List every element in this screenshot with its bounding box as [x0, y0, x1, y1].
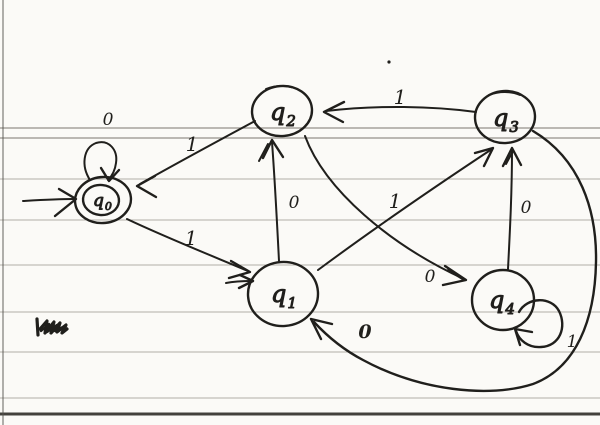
transition-path — [507, 149, 513, 270]
transition-path — [312, 129, 598, 393]
arrowhead-icon — [309, 317, 334, 341]
transition-label-q3-q2: 1 — [394, 85, 407, 109]
transition-q3-q1 — [309, 129, 598, 393]
transition-label-q4-q3: 0 — [521, 198, 532, 218]
transition-label-q1-q2: 0 — [289, 193, 300, 213]
transition-q1-q2 — [258, 138, 285, 262]
state-q1: q1 — [246, 260, 320, 328]
transition-label-q2-q0: 1 — [186, 132, 199, 156]
transition-q2-q4 — [304, 135, 468, 287]
transition-q0-q1 — [126, 218, 255, 290]
transition-path — [325, 105, 477, 113]
ink-scribble — [35, 317, 69, 337]
arrowhead-icon — [501, 146, 523, 168]
arrowhead-icon — [237, 273, 255, 290]
state-q0: q0 — [73, 175, 133, 225]
transition-label-q2-q4: 0 — [425, 267, 436, 287]
transition-path — [271, 141, 280, 262]
arrowhead-restroke — [258, 143, 269, 162]
arrowhead-icon — [473, 146, 495, 168]
transition-label-q1-q3: 1 — [389, 189, 402, 213]
state-label: q4 — [489, 286, 515, 318]
transition-label-q0-q0: 0 — [103, 110, 114, 130]
start-arrow-line — [22, 198, 75, 202]
pen-overlap — [488, 91, 521, 96]
pen-overlap — [265, 85, 298, 90]
transition-label-q0-q1: 1 — [185, 226, 198, 250]
ink-dot — [387, 60, 391, 64]
state-q2: q2 — [250, 84, 314, 138]
start-arrow — [22, 187, 78, 218]
state-label: q1 — [271, 280, 297, 312]
arrowhead-icon — [261, 138, 285, 160]
transition-q0-q0 — [83, 141, 121, 183]
arrowhead-restroke — [505, 150, 514, 165]
arrowhead-restroke — [447, 269, 465, 281]
transition-path — [304, 135, 465, 280]
arrowhead-icon — [135, 174, 158, 199]
transition-path — [126, 218, 249, 272]
state-q0-outer-circle — [73, 175, 133, 225]
arrowhead-icon — [227, 259, 252, 280]
state-label: q3 — [493, 104, 519, 136]
state-circle — [246, 260, 320, 328]
transition-q1-q3 — [317, 146, 495, 271]
start-arrowhead-icon — [53, 187, 78, 218]
state-label: q0 — [93, 191, 112, 213]
transition-label-q3-q1: 0 — [358, 321, 371, 343]
transition-path — [317, 148, 493, 271]
arrowhead-icon — [441, 264, 468, 287]
transition-q2-q0 — [135, 120, 256, 199]
transition-q4-q3 — [501, 146, 523, 270]
state-q4: q4 — [470, 268, 536, 332]
transition-path — [83, 141, 118, 181]
state-q3: q3 — [473, 89, 537, 145]
transition-q3-q2 — [322, 100, 477, 124]
state-label: q2 — [270, 98, 296, 130]
transition-label-q4-q4: 1 — [567, 332, 578, 352]
arrowhead-icon — [322, 100, 346, 124]
transition-path — [514, 299, 564, 349]
state-circle — [470, 268, 536, 332]
state-q0-inner-circle — [81, 183, 121, 217]
arrowhead-icon — [99, 166, 121, 183]
